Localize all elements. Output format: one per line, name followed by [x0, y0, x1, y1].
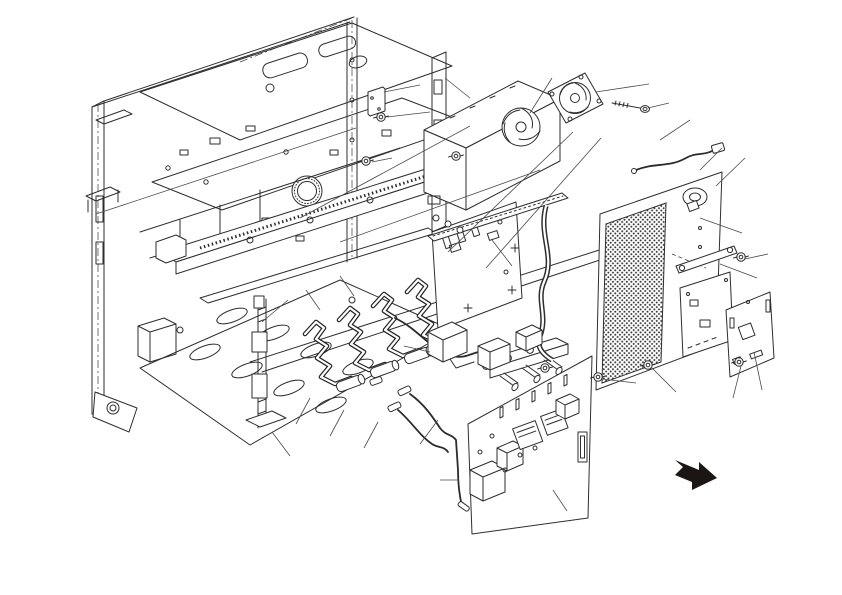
direction-arrow: [675, 460, 717, 490]
external-cooling-fan: [547, 72, 604, 124]
interface-circuit-board: [725, 291, 775, 378]
harness-tube-core: [537, 204, 554, 362]
hv-power-supply-panel: [467, 355, 593, 535]
leader-lines: [95, 77, 769, 512]
internal-cooling-fan: [501, 107, 541, 147]
harness-grommet: [682, 187, 708, 212]
small-cover-plate: [367, 86, 386, 117]
upper-wire-harness: [631, 142, 726, 174]
vertical-slide-rail: [245, 295, 287, 429]
base-panel: [139, 279, 453, 446]
screw: [537, 363, 553, 373]
mounting-screws: [358, 112, 749, 382]
fan-mounting-screw: [611, 100, 650, 113]
mounting-bar-bracket: [675, 245, 738, 274]
transformer-blocks: [427, 321, 543, 371]
plus-screw-marks: [463, 243, 520, 313]
screw: [733, 252, 749, 262]
